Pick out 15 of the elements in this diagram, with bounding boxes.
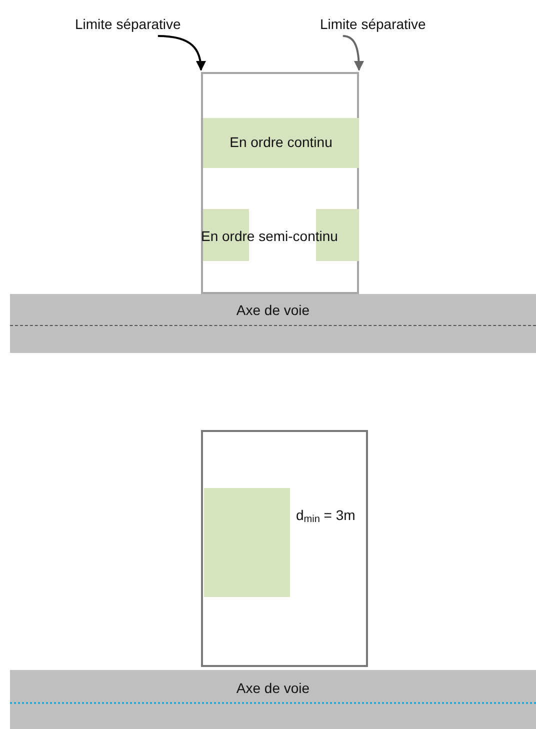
building-zone — [204, 488, 290, 597]
building-zone — [203, 118, 359, 168]
road-label: Axe de voie — [236, 302, 310, 318]
distance-label: d$_{min}$ = 3m — [296, 507, 356, 525]
parcel-outline — [201, 72, 359, 294]
parcel-outline — [201, 430, 368, 667]
road-band — [10, 670, 536, 729]
arrow — [342, 35, 364, 71]
road-band — [10, 294, 536, 353]
zone-label: En ordre continu — [230, 134, 332, 150]
boundary-label: Limite séparative — [320, 16, 426, 32]
road-label: Axe de voie — [236, 680, 310, 696]
zone-label: En ordre semi-continu — [201, 228, 338, 244]
boundary-label: Limite séparative — [75, 16, 181, 32]
arrow — [158, 35, 206, 71]
